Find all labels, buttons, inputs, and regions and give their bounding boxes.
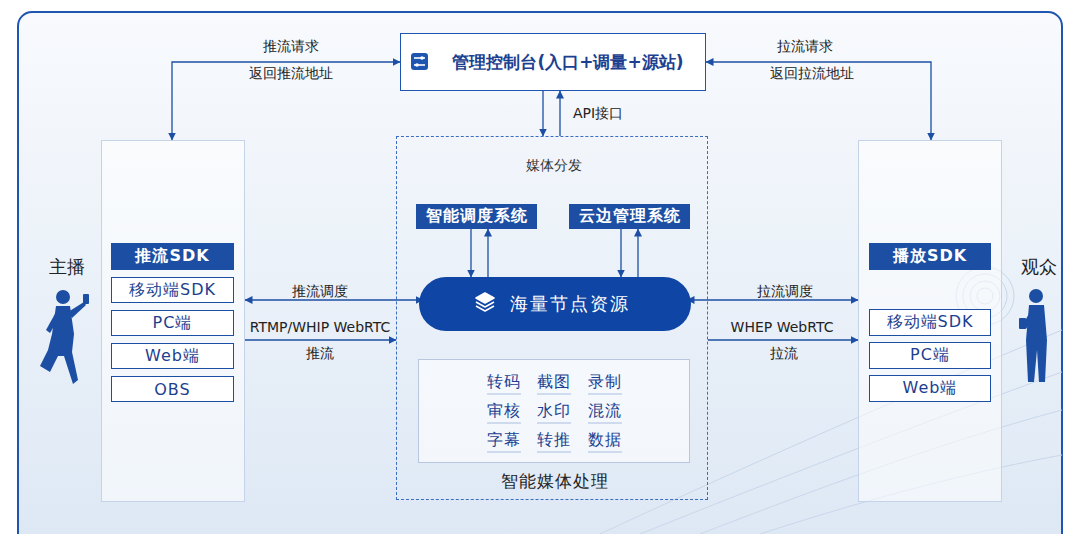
client-box: Web端 (111, 343, 234, 369)
node-label: 推流SDK (135, 246, 209, 267)
node-label: 智能调度系统 (426, 206, 528, 227)
annotation: 拉流 (770, 345, 798, 363)
node-heading: 观众 (1021, 255, 1057, 279)
viewer-panel: 观众播放SDK移动端SDKPC端Web端 (858, 140, 1002, 502)
annotation: 返回拉流地址 (770, 65, 854, 83)
streamer-figure (40, 290, 89, 384)
edge-label: API接口 (573, 105, 623, 123)
node-label: 移动端SDK (129, 280, 216, 301)
node-label: PC端 (910, 345, 950, 366)
connector (637, 229, 638, 277)
frame (18, 12, 1062, 534)
layers-icon (476, 293, 494, 311)
connector (687, 299, 858, 300)
streamer-panel: 主播推流SDK移动端SDKPC端Web端OBS (101, 140, 245, 502)
sdk-header: 推流SDK (111, 243, 234, 270)
node-heading: 录制 (588, 372, 622, 395)
processing-box: 转码截图录制审核水印混流字幕转推数据智能媒体处理 (418, 359, 690, 463)
edge-label: WHEP WebRTC (731, 319, 834, 335)
node-heading: 转码 (487, 372, 521, 395)
annotation: 返回推流地址 (249, 65, 333, 83)
node-heading: 字幕 (487, 430, 521, 453)
system-box: 智能调度系统 (416, 204, 537, 229)
node-label: 云边管理系统 (579, 206, 681, 227)
node-heading: 截图 (537, 372, 571, 395)
node-label: PC端 (153, 313, 193, 334)
connector (172, 62, 400, 140)
client-box: PC端 (111, 310, 234, 336)
edge-label: RTMP/WHIP WebRTC (250, 319, 391, 335)
node-label: 播放SDK (893, 246, 967, 267)
connector (559, 91, 560, 136)
edge-label: 推流请求 (263, 38, 319, 56)
connector (245, 339, 396, 340)
node-heading: 水印 (537, 401, 571, 424)
node-label: OBS (154, 380, 190, 399)
node-label: Web端 (903, 378, 958, 399)
node-label: Web端 (145, 346, 200, 367)
node-heading: 审核 (487, 401, 521, 424)
connector (470, 229, 471, 277)
node-label: 移动端SDK (887, 312, 974, 333)
node-heading: 智能媒体处理 (501, 470, 609, 493)
node-heading: 混流 (588, 401, 622, 424)
node-heading: 数据 (588, 430, 622, 453)
node-heading: 媒体分发 (526, 157, 582, 175)
client-box: 移动端SDK (111, 277, 234, 303)
node-heading: 转推 (537, 430, 571, 453)
viewer-figure (1019, 289, 1047, 382)
node-label: 海量节点资源 (510, 292, 630, 316)
client-box: PC端 (869, 342, 991, 369)
node-heading: 主播 (49, 255, 85, 279)
connector (706, 62, 931, 140)
edge-label: 拉流请求 (777, 38, 833, 56)
node-pool-pill: 海量节点资源 (419, 277, 691, 331)
annotation: 推流 (306, 345, 334, 363)
connector (620, 229, 621, 277)
console-box: 管理控制台(入口+调量+源站) (400, 33, 706, 91)
connector (708, 339, 858, 340)
client-box: 移动端SDK (869, 309, 991, 336)
distribution-region: 媒体分发智能调度系统 云边管理系统海量节点资源转码截图录制审核水印混流字幕转推数据… (396, 136, 708, 500)
client-box: Web端 (869, 375, 991, 402)
connector (542, 91, 543, 136)
connector (487, 229, 488, 277)
client-box: OBS (111, 376, 234, 402)
console-icon (411, 53, 428, 70)
edge-label: 拉流调度 (757, 283, 813, 301)
system-box: 云边管理系统 (569, 204, 690, 229)
node-label: 管理控制台(入口+调量+源站) (452, 51, 683, 74)
edge-label: 推流调度 (292, 283, 348, 301)
sdk-header: 播放SDK (869, 243, 991, 270)
